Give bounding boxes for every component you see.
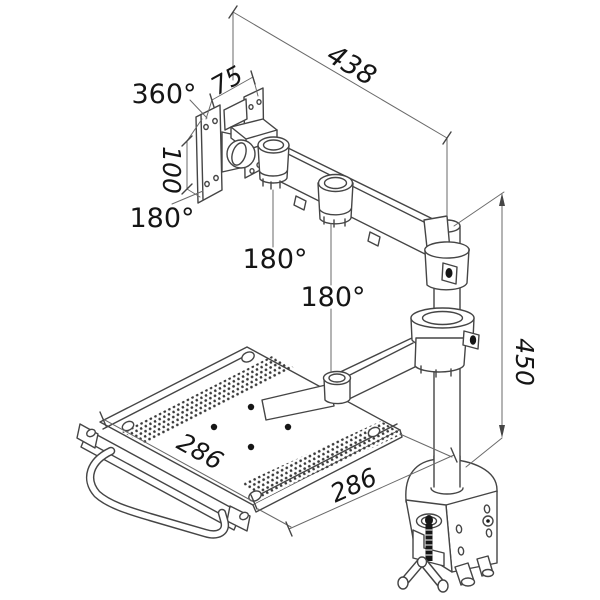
lower-arm: [261, 307, 480, 421]
vesa-front-plate: [195, 104, 223, 204]
tray-perforations-lower: [241, 421, 403, 497]
dimension-438: [228, 5, 452, 217]
label-100: 100: [157, 146, 186, 194]
desk-clamp: [397, 455, 498, 593]
vesa-head: [195, 87, 278, 204]
pole: [423, 215, 470, 493]
clamp-handle: [397, 556, 449, 593]
lower-pole-collar: [410, 307, 480, 378]
leader-360: [189, 99, 208, 119]
upper-pole-collar: [424, 241, 470, 291]
tray-handle-bar: [85, 446, 230, 539]
rotation-leaders: [171, 99, 332, 373]
collar-bolt: [445, 268, 453, 278]
label-438: 438: [321, 39, 381, 92]
arm-elbow-joint-2: [317, 173, 354, 228]
dimension-75: [205, 70, 259, 120]
head-top-bracket: [223, 98, 248, 131]
label-75: 75: [206, 60, 248, 101]
dimension-450: [453, 191, 505, 468]
dimension-100: [181, 118, 203, 198]
tray-perforations-upper: [122, 356, 295, 444]
tray-joint: [322, 370, 352, 405]
arm-elbow-joint-1: [257, 136, 290, 190]
upper-arm: [257, 136, 442, 260]
lower-collar-bolt: [469, 335, 477, 345]
label-180deg-tray: 180°: [300, 282, 365, 313]
label-180deg-vesa: 180°: [129, 203, 194, 234]
label-450: 450: [510, 338, 539, 386]
laptop-tray: [76, 346, 403, 539]
ball-joint: [226, 139, 256, 169]
leader-180-vesa: [171, 190, 204, 205]
clamp-screw: [397, 513, 449, 593]
dimension-lines: [99, 5, 505, 537]
dimension-286-depth: [99, 411, 258, 510]
dimension-286-width: [257, 433, 458, 537]
label-360deg: 360°: [131, 79, 196, 110]
label-180deg-arm: 180°: [242, 244, 307, 275]
